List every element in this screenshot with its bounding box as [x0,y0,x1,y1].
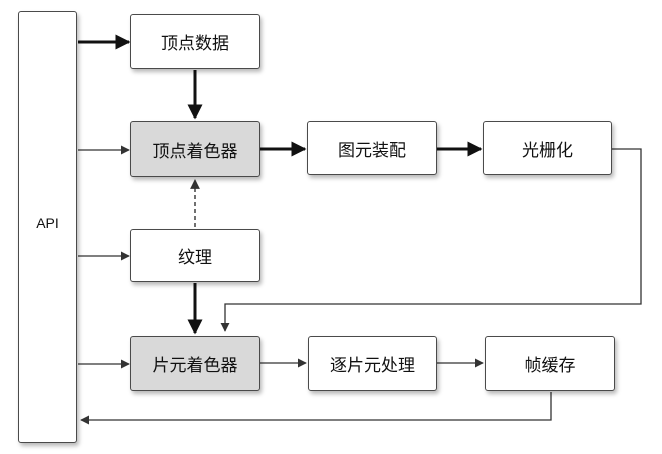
node-vertex-data: 顶点数据 [130,14,260,69]
api-label: API [36,215,59,231]
edge-framebuffer-to-api [80,392,552,425]
node-framebuffer: 帧缓存 [485,336,615,391]
node-fragment-shader: 片元着色器 [130,336,260,391]
node-texture: 纹理 [130,229,260,282]
node-per-fragment-ops: 逐片元处理 [308,336,437,391]
edge-rasterization-to-fragment-shader [220,148,642,332]
node-vertex-shader: 顶点着色器 [130,121,260,177]
node-primitive-assembly: 图元装配 [307,121,437,175]
api-box [18,11,77,443]
node-rasterization: 光栅化 [483,121,612,175]
